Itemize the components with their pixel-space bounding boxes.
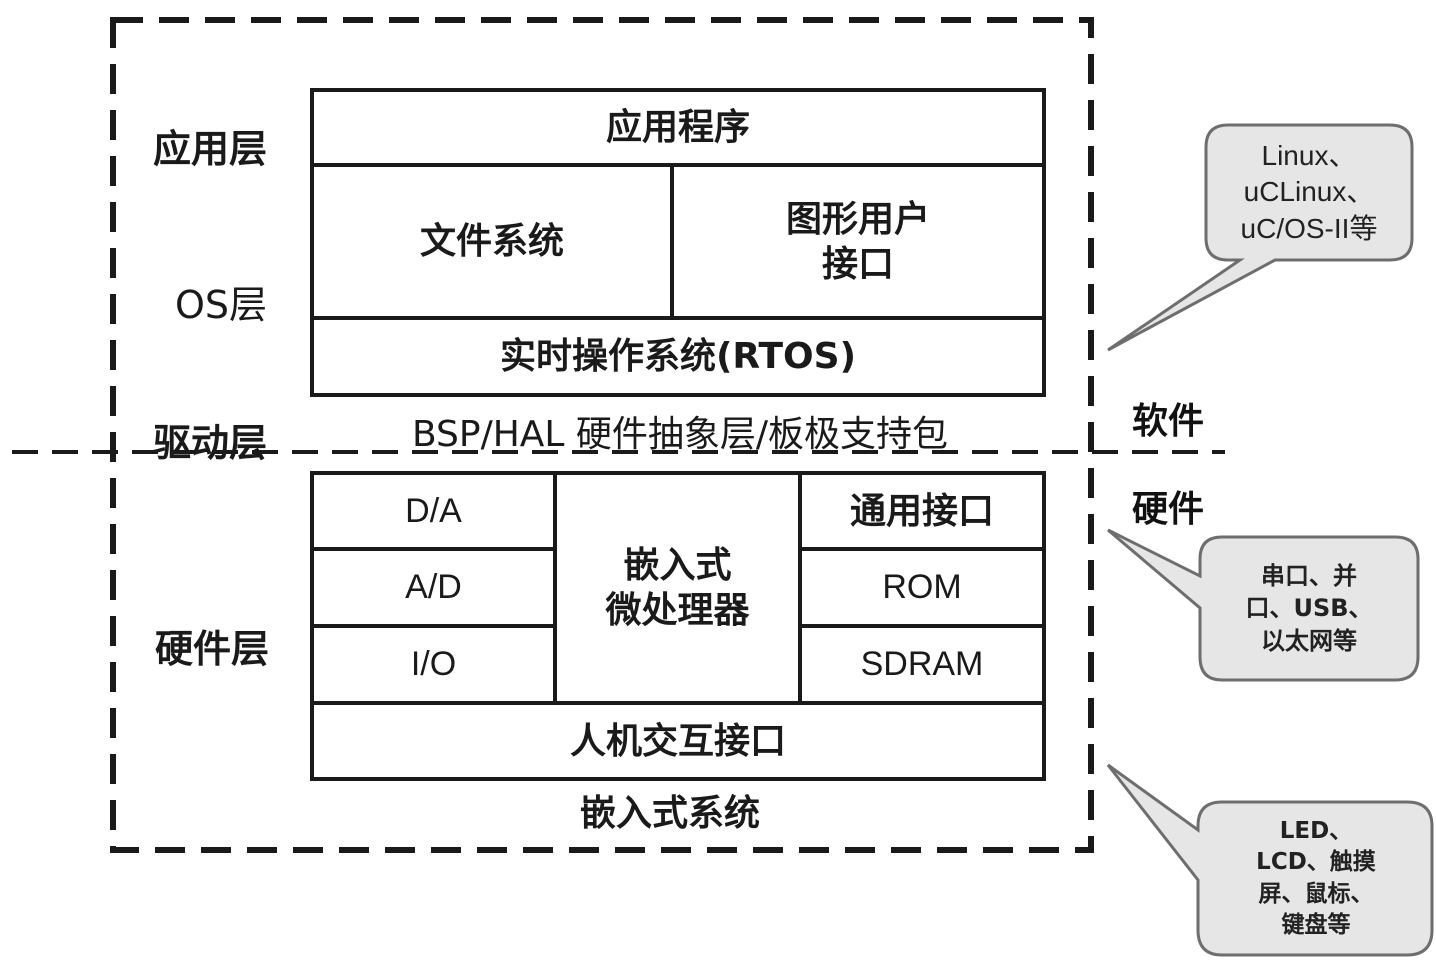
os-layer-label: OS层 (175, 283, 268, 327)
callout-hmi-devices: LED、 LCD、触摸 屏、鼠标、 键盘等 (1256, 818, 1376, 938)
hardware-side-label: 硬件 (1132, 489, 1205, 530)
da-cell: D/A (405, 491, 462, 530)
hardware-block (310, 471, 1046, 781)
rom-cell: ROM (882, 568, 962, 607)
app-program-cell: 应用程序 (605, 107, 750, 148)
bsp-hal-label: BSP/HAL 硬件抽象层/板极支持包 (411, 413, 949, 455)
general-interface-cell: 通用接口 (849, 490, 994, 532)
mcu-cell: 嵌入式 微处理器 (605, 545, 750, 631)
system-dashed-frame (110, 17, 1094, 853)
software-side-label: 软件 (1132, 401, 1205, 442)
hardware-layer-label: 硬件层 (155, 627, 270, 671)
driver-layer-label: 驱动层 (153, 421, 268, 465)
callout-os-shape (1107, 123, 1414, 352)
software-block (310, 88, 1046, 397)
callout-os-examples: Linux、 uCLinux、 uC/OS-II等 (1240, 139, 1378, 244)
gui-cell: 图形用户 接口 (785, 198, 930, 285)
callout-hmi-shape (1106, 763, 1434, 957)
application-layer-label: 应用层 (153, 127, 268, 171)
io-cell: I/O (410, 645, 457, 684)
ad-cell: A/D (405, 568, 462, 607)
hmi-cell: 人机交互接口 (569, 720, 786, 762)
rtos-cell: 实时操作系统(RTOS) (499, 336, 857, 377)
callout-interfaces-shape (1107, 528, 1420, 682)
callout-interfaces: 串口、并 口、USB、 以太网等 (1245, 561, 1373, 655)
file-system-cell: 文件系统 (419, 221, 564, 262)
embedded-system-label: 嵌入式系统 (579, 792, 760, 834)
sdram-cell: SDRAM (860, 645, 984, 684)
